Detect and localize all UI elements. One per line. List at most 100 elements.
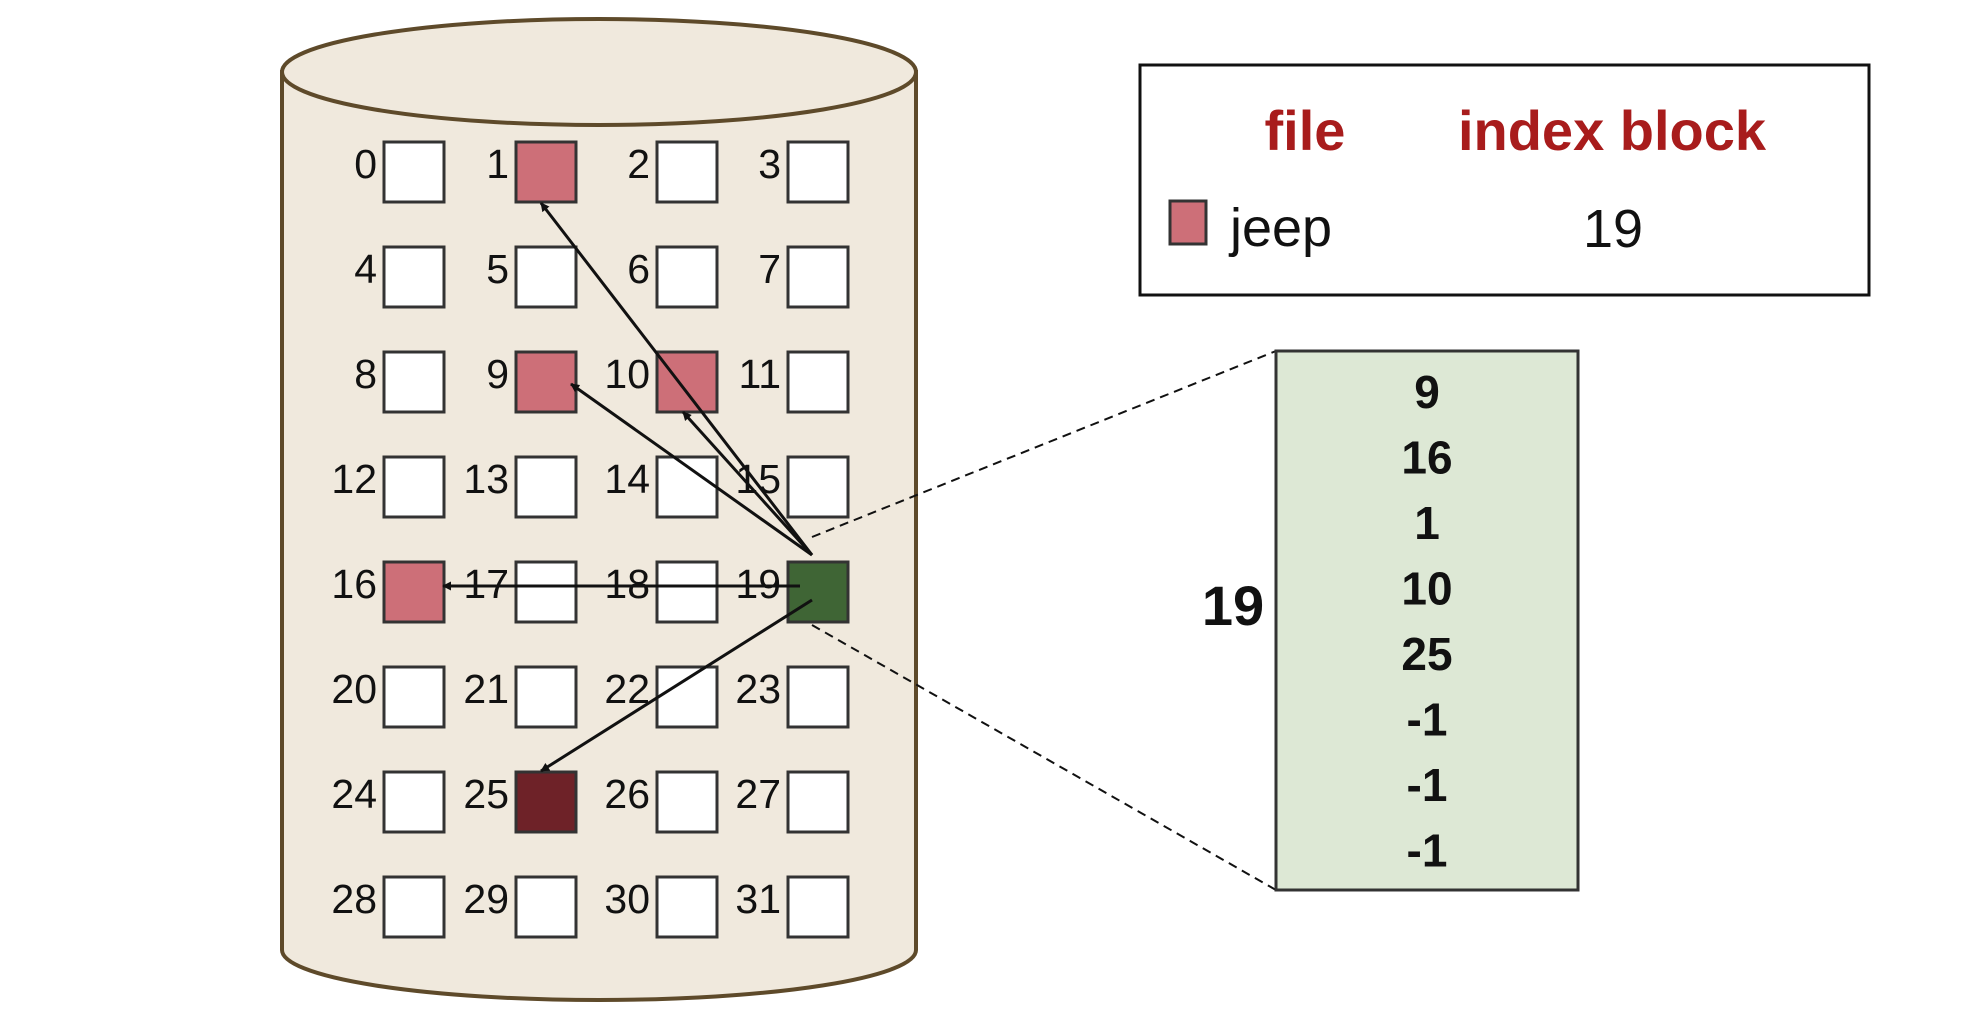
block-number-label: 6 bbox=[627, 246, 650, 292]
block-number-label: 13 bbox=[463, 456, 509, 502]
pointer-arrow-to-25 bbox=[540, 598, 813, 773]
index-entry: 9 bbox=[1414, 366, 1440, 418]
block-square bbox=[382, 140, 446, 204]
disk-block-0: 0 bbox=[354, 140, 446, 204]
block-number-label: 28 bbox=[331, 876, 377, 922]
disk-block-7: 7 bbox=[758, 245, 850, 309]
disk-block-9: 9 bbox=[486, 350, 578, 414]
disk-block-13: 13 bbox=[463, 455, 578, 519]
block-number-label: 31 bbox=[735, 876, 781, 922]
directory-table: file index block jeep 19 bbox=[1138, 63, 1871, 297]
block-square bbox=[514, 560, 578, 624]
block-square bbox=[786, 350, 850, 414]
directory-border bbox=[1138, 63, 1871, 297]
block-number-label: 14 bbox=[604, 456, 650, 502]
pointer-arrows bbox=[442, 202, 814, 773]
pointer-arrow-to-10 bbox=[681, 410, 814, 557]
block-square bbox=[514, 875, 578, 939]
block-square bbox=[514, 245, 578, 309]
disk-block-31: 31 bbox=[735, 875, 850, 939]
block-number-label: 27 bbox=[735, 771, 781, 817]
directory-entry-name: jeep bbox=[1228, 198, 1332, 258]
block-number-label: 9 bbox=[486, 351, 509, 397]
disk-block-3: 3 bbox=[758, 140, 850, 204]
disk-block-16: 16 bbox=[331, 560, 446, 624]
index-block-box bbox=[1274, 349, 1580, 892]
disk-block-26: 26 bbox=[604, 770, 719, 834]
index-entry: -1 bbox=[1407, 694, 1448, 746]
block-square bbox=[382, 875, 446, 939]
disk-block-11: 11 bbox=[738, 350, 850, 414]
block-number-label: 21 bbox=[463, 666, 509, 712]
block-square bbox=[514, 665, 578, 729]
block-square bbox=[514, 770, 578, 834]
disk-block-8: 8 bbox=[354, 350, 446, 414]
block-number-label: 24 bbox=[331, 771, 377, 817]
disk-block-4: 4 bbox=[354, 245, 446, 309]
block-number-label: 18 bbox=[604, 561, 650, 607]
block-number-label: 5 bbox=[486, 246, 509, 292]
block-number-label: 8 bbox=[354, 351, 377, 397]
index-entry: 1 bbox=[1414, 497, 1440, 549]
block-number-label: 12 bbox=[331, 456, 377, 502]
disk-block-30: 30 bbox=[604, 875, 719, 939]
block-square bbox=[382, 455, 446, 519]
cylinder-top bbox=[280, 17, 918, 127]
disk-block-10: 10 bbox=[604, 350, 719, 414]
disk-block-1: 1 bbox=[486, 140, 578, 204]
directory-header-index: index block bbox=[1458, 99, 1767, 162]
block-square bbox=[382, 770, 446, 834]
directory-header-file: file bbox=[1265, 99, 1346, 162]
disk-block-22: 22 bbox=[604, 665, 719, 729]
block-number-label: 23 bbox=[735, 666, 781, 712]
block-square bbox=[382, 350, 446, 414]
index-entry: -1 bbox=[1407, 759, 1448, 811]
zoom-lines bbox=[811, 350, 1277, 891]
disk-block-17: 17 bbox=[463, 560, 578, 624]
index-entry: 25 bbox=[1401, 628, 1452, 680]
block-square bbox=[786, 770, 850, 834]
disk-block-23: 23 bbox=[735, 665, 850, 729]
block-square bbox=[655, 875, 719, 939]
block-square bbox=[786, 665, 850, 729]
disk-block-21: 21 bbox=[463, 665, 578, 729]
disk-block-29: 29 bbox=[463, 875, 578, 939]
block-square bbox=[786, 245, 850, 309]
block-number-label: 30 bbox=[604, 876, 650, 922]
block-number-label: 22 bbox=[604, 666, 650, 712]
block-square bbox=[514, 140, 578, 204]
disk-block-20: 20 bbox=[331, 665, 446, 729]
block-square bbox=[655, 560, 719, 624]
block-number-label: 7 bbox=[758, 246, 781, 292]
block-square bbox=[786, 140, 850, 204]
disk-block-28: 28 bbox=[331, 875, 446, 939]
cylinder-body bbox=[280, 70, 918, 1002]
block-square bbox=[786, 560, 850, 624]
pointer-arrow-to-9 bbox=[570, 382, 813, 557]
pointer-arrow-to-1 bbox=[539, 202, 814, 556]
block-square bbox=[655, 140, 719, 204]
block-square bbox=[655, 245, 719, 309]
block-number-label: 4 bbox=[354, 246, 377, 292]
disk-block-27: 27 bbox=[735, 770, 850, 834]
disk-block-6: 6 bbox=[627, 245, 719, 309]
block-square bbox=[655, 770, 719, 834]
block-number-label: 20 bbox=[331, 666, 377, 712]
block-square bbox=[382, 560, 446, 624]
block-number-label: 17 bbox=[463, 561, 509, 607]
block-number-label: 2 bbox=[627, 141, 650, 187]
block-number-label: 29 bbox=[463, 876, 509, 922]
disk-block-25: 25 bbox=[463, 770, 578, 834]
block-square bbox=[786, 455, 850, 519]
block-number-label: 25 bbox=[463, 771, 509, 817]
block-square bbox=[382, 245, 446, 309]
index-entry: -1 bbox=[1407, 825, 1448, 877]
block-number-label: 0 bbox=[354, 141, 377, 187]
block-number-label: 26 bbox=[604, 771, 650, 817]
index-entry: 10 bbox=[1401, 563, 1452, 615]
block-number-label: 10 bbox=[604, 351, 650, 397]
disk-block-24: 24 bbox=[331, 770, 446, 834]
disk-block-19: 19 bbox=[735, 560, 850, 624]
